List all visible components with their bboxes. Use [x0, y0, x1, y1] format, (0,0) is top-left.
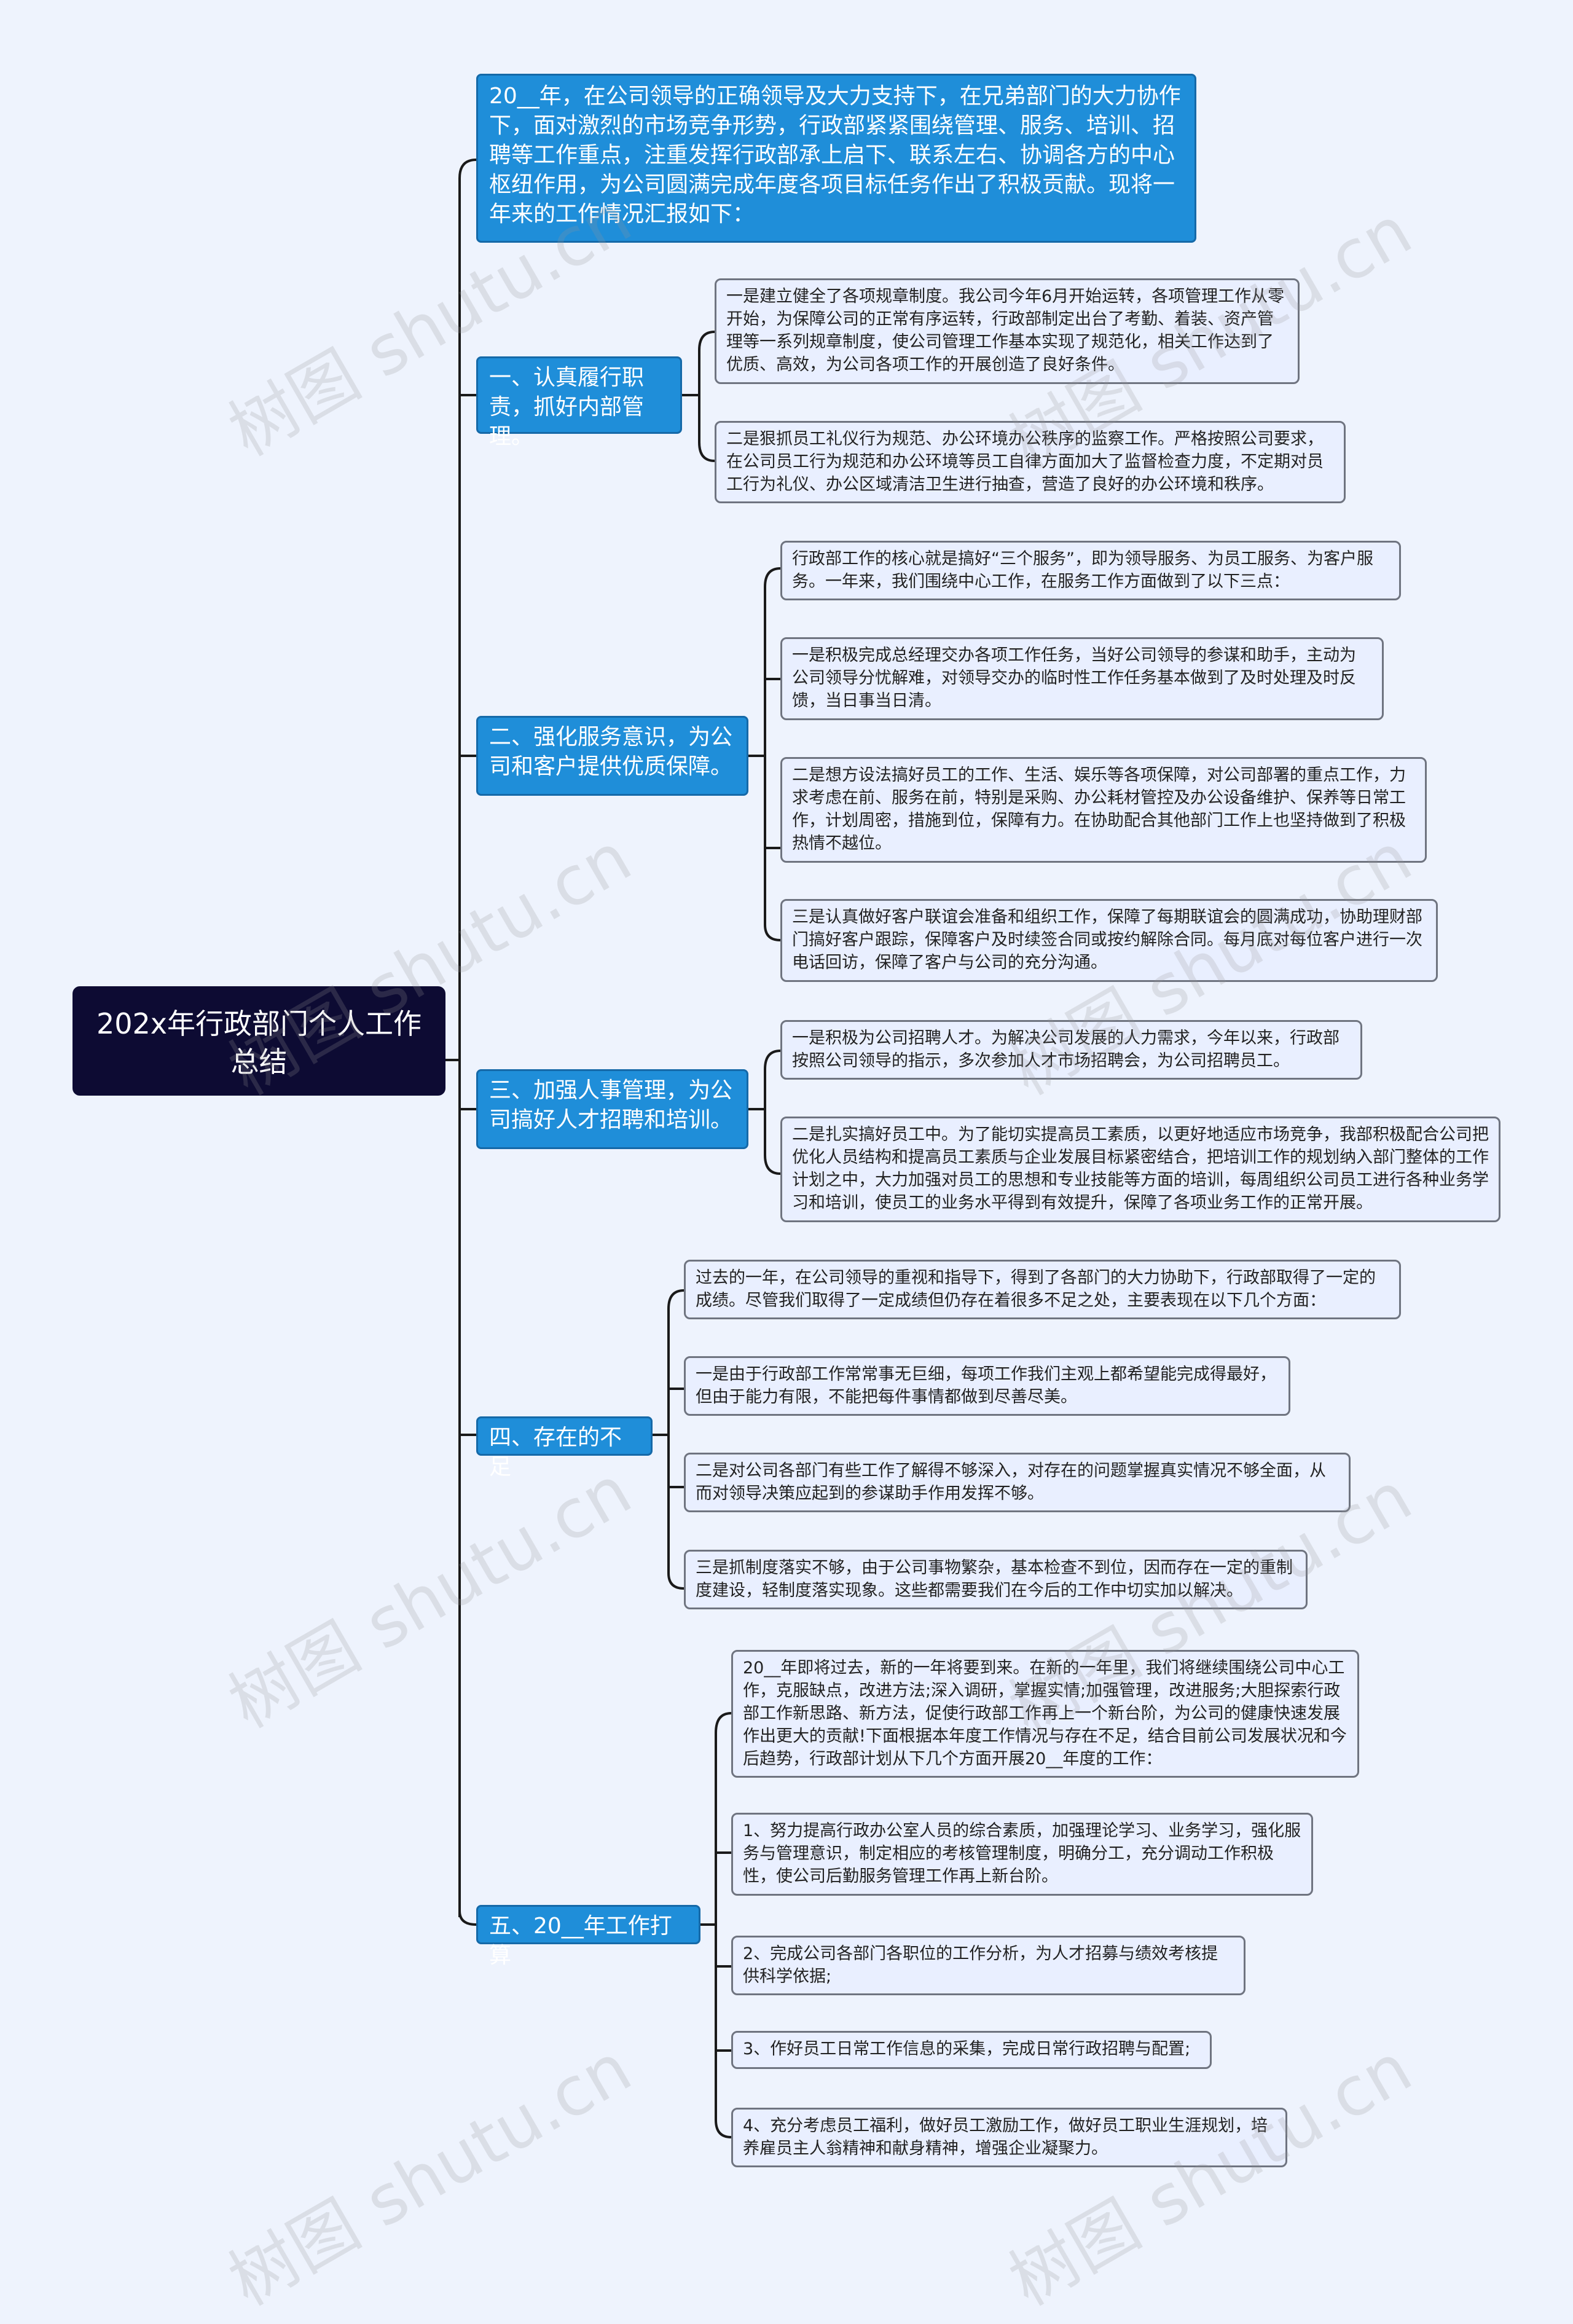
- connector-lines: [445, 159, 781, 2138]
- branch-node-2[interactable]: 二、强化服务意识，为公司和客户提供优质保障。: [476, 716, 748, 796]
- leaf-node-5-4[interactable]: 3、作好员工日常工作信息的采集，完成日常行政招聘与配置;: [731, 2031, 1212, 2069]
- leaf-node-4-1[interactable]: 过去的一年，在公司领导的重视和指导下，得到了各部门的大力协助下，行政部取得了一定…: [684, 1260, 1401, 1319]
- root-title: 202x年行政部门个人工作总结: [96, 1007, 422, 1078]
- leaf-node-4-3[interactable]: 二是对公司各部门有些工作了解得不够深入，对存在的问题掌握真实情况不够全面，从而对…: [684, 1453, 1351, 1512]
- leaf-node-3-1[interactable]: 一是积极为公司招聘人才。为解决公司发展的人力需求，今年以来，行政部按照公司领导的…: [780, 1020, 1362, 1080]
- leaf-node-1-1[interactable]: 一是建立健全了各项规章制度。我公司今年6月开始运转，各项管理工作从零开始，为保障…: [715, 278, 1300, 384]
- leaf-node-2-2[interactable]: 一是积极完成总经理交办各项工作任务，当好公司领导的参谋和助手，主动为公司领导分忧…: [780, 637, 1384, 720]
- branch-node-4[interactable]: 四、存在的不足: [476, 1416, 653, 1480]
- leaf-node-5-2[interactable]: 1、努力提高行政办公室人员的综合素质，加强理论学习、业务学习，强化服务与管理意识…: [731, 1813, 1313, 1896]
- root-node[interactable]: 202x年行政部门个人工作总结: [73, 986, 445, 1096]
- leaf-text: 2、完成公司各部门各职位的工作分析，为人才招募与绩效考核提供科学依据;: [743, 1944, 1218, 1986]
- leaf-node-4-4[interactable]: 三是抓制度落实不够，由于公司事物繁杂，基本检查不到位，因而存在一定的重制度建设，…: [684, 1550, 1308, 1609]
- leaf-text: 三是抓制度落实不够，由于公司事物繁杂，基本检查不到位，因而存在一定的重制度建设，…: [696, 1558, 1293, 1600]
- leaf-node-2-4[interactable]: 三是认真做好客户联谊会准备和组织工作，保障了每期联谊会的圆满成功，协助理财部门搞…: [780, 899, 1438, 982]
- leaf-text: 4、充分考虑员工福利，做好员工激励工作，做好员工职业生涯规划，培养雇员主人翁精神…: [743, 2116, 1268, 2158]
- branch-node-1[interactable]: 一、认真履行职责，抓好内部管理。: [476, 356, 682, 449]
- branch-label: 四、存在的不足: [489, 1425, 622, 1480]
- leaf-node-2-1[interactable]: 行政部工作的核心就是搞好“三个服务”，即为领导服务、为员工服务、为客户服务。一年…: [780, 541, 1401, 600]
- branch-label: 三、加强人事管理，为公司搞好人才招聘和培训。: [489, 1078, 733, 1133]
- branch-label: 二、强化服务意识，为公司和客户提供优质保障。: [489, 724, 733, 779]
- leaf-text: 一是积极完成总经理交办各项工作任务，当好公司领导的参谋和助手，主动为公司领导分忧…: [792, 646, 1356, 710]
- leaf-node-2-3[interactable]: 二是想方设法搞好员工的工作、生活、娱乐等各项保障，对公司部署的重点工作，力求考虑…: [780, 757, 1427, 863]
- branch-node-3[interactable]: 三、加强人事管理，为公司搞好人才招聘和培训。: [476, 1069, 748, 1149]
- leaf-text: 一是积极为公司招聘人才。为解决公司发展的人力需求，今年以来，行政部按照公司领导的…: [792, 1029, 1340, 1070]
- leaf-node-3-2[interactable]: 二是扎实搞好员工中。为了能切实提高员工素质，以更好地适应市场竞争，我部积极配合公…: [780, 1117, 1500, 1222]
- leaf-node-4-2[interactable]: 一是由于行政部工作常常事无巨细，每项工作我们主观上都希望能完成得最好，但由于能力…: [684, 1356, 1290, 1416]
- leaf-node-1-2[interactable]: 二是狠抓员工礼仪行为规范、办公环境办公秩序的监察工作。严格按照公司要求，在公司员…: [715, 421, 1346, 503]
- leaf-node-5-1[interactable]: 20__年即将过去，新的一年将要到来。在新的一年里，我们将继续围绕公司中心工作，…: [731, 1650, 1359, 1778]
- leaf-text: 1、努力提高行政办公室人员的综合素质，加强理论学习、业务学习，强化服务与管理意识…: [743, 1821, 1301, 1886]
- leaf-text: 一是由于行政部工作常常事无巨细，每项工作我们主观上都希望能完成得最好，但由于能力…: [696, 1365, 1276, 1407]
- branch-node-5[interactable]: 五、20__年工作打算: [476, 1905, 700, 1968]
- leaf-node-5-3[interactable]: 2、完成公司各部门各职位的工作分析，为人才招募与绩效考核提供科学依据;: [731, 1936, 1245, 1995]
- branch-label: 一、认真履行职责，抓好内部管理。: [489, 365, 645, 449]
- leaf-text: 二是狠抓员工礼仪行为规范、办公环境办公秩序的监察工作。严格按照公司要求，在公司员…: [726, 430, 1324, 494]
- leaf-node-5-5[interactable]: 4、充分考虑员工福利，做好员工激励工作，做好员工职业生涯规划，培养雇员主人翁精神…: [731, 2108, 1287, 2167]
- leaf-text: 二是扎实搞好员工中。为了能切实提高员工素质，以更好地适应市场竞争，我部积极配合公…: [792, 1125, 1489, 1212]
- leaf-text: 过去的一年，在公司领导的重视和指导下，得到了各部门的大力协助下，行政部取得了一定…: [696, 1268, 1376, 1310]
- intro-text: 20__年，在公司领导的正确领导及大力支持下，在兄弟部门的大力协作下，面对激烈的…: [489, 84, 1181, 227]
- leaf-text: 3、作好员工日常工作信息的采集，完成日常行政招聘与配置;: [743, 2039, 1191, 2059]
- leaf-text: 行政部工作的核心就是搞好“三个服务”，即为领导服务、为员工服务、为客户服务。一年…: [792, 549, 1373, 591]
- branch-label: 五、20__年工作打算: [489, 1914, 672, 1968]
- leaf-text: 二是对公司各部门有些工作了解得不够深入，对存在的问题掌握真实情况不够全面，从而对…: [696, 1461, 1326, 1503]
- intro-node[interactable]: 20__年，在公司领导的正确领导及大力支持下，在兄弟部门的大力协作下，面对激烈的…: [476, 74, 1196, 243]
- leaf-text: 20__年即将过去，新的一年将要到来。在新的一年里，我们将继续围绕公司中心工作，…: [743, 1659, 1347, 1769]
- leaf-text: 一是建立健全了各项规章制度。我公司今年6月开始运转，各项管理工作从零开始，为保障…: [726, 287, 1285, 374]
- leaf-text: 三是认真做好客户联谊会准备和组织工作，保障了每期联谊会的圆满成功，协助理财部门搞…: [792, 908, 1422, 972]
- leaf-text: 二是想方设法搞好员工的工作、生活、娱乐等各项保障，对公司部署的重点工作，力求考虑…: [792, 766, 1406, 853]
